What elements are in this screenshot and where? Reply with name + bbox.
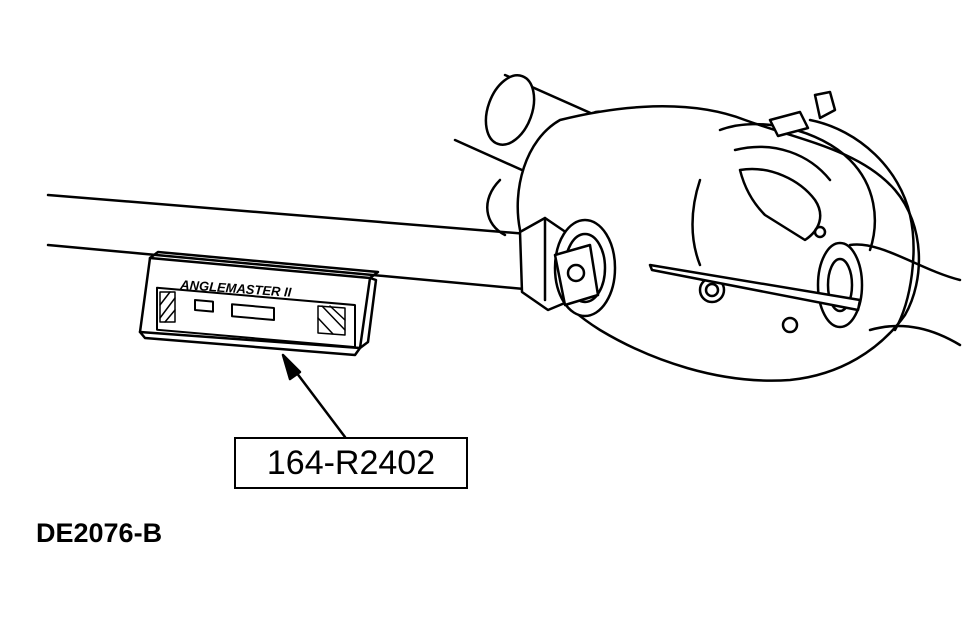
axle-housing-illustration — [453, 73, 962, 382]
callout-arrow — [281, 353, 347, 439]
figure-code: DE2076-B — [36, 518, 163, 548]
driveshaft-illustration — [46, 193, 617, 318]
part-number-text: 164-R2402 — [266, 443, 436, 482]
anglemaster-tool-illustration — [138, 250, 380, 357]
part-number-callout: 164-R2402 — [234, 437, 468, 489]
